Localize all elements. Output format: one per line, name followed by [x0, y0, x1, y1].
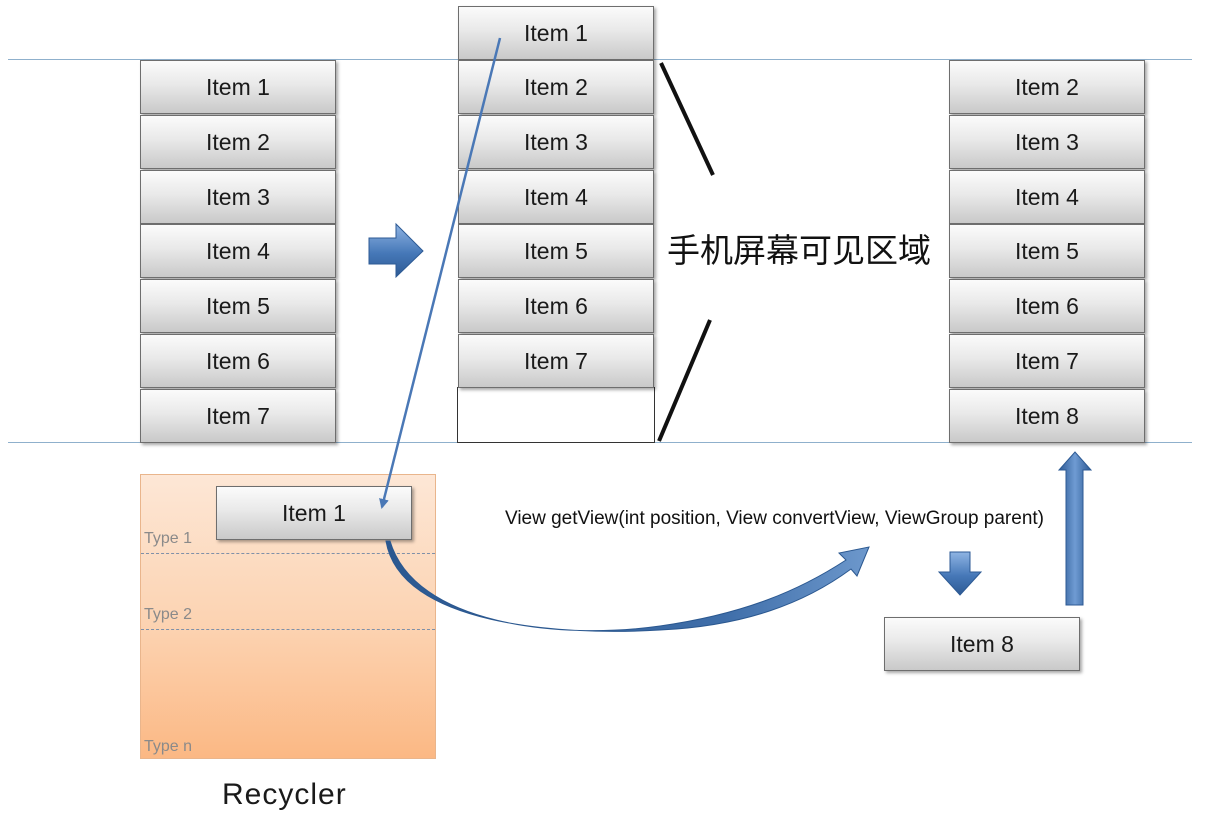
screen-visible-area-label: 手机屏幕可见区域 — [667, 231, 931, 270]
recycler-label: Recycler — [222, 778, 347, 811]
list-item: Item 4 — [140, 224, 336, 278]
list-item: Item 6 — [140, 334, 336, 388]
list-item: Item 5 — [458, 224, 654, 278]
convertview-curve-arrow — [385, 540, 870, 632]
list-item: Item 3 — [458, 115, 654, 169]
list-item: Item 5 — [949, 224, 1145, 278]
list-item: Item 1 — [140, 60, 336, 114]
list-item: Item 2 — [458, 60, 654, 114]
list-item: Item 2 — [140, 115, 336, 169]
scroll-right-arrow — [368, 222, 424, 279]
new-item: Item 8 — [884, 617, 1080, 671]
list-item: Item 7 — [949, 334, 1145, 388]
list-item: Item 2 — [949, 60, 1145, 114]
recycler-type-label: Type 2 — [144, 606, 193, 623]
list-item: Item 7 — [140, 389, 336, 443]
list-item: Item 4 — [949, 170, 1145, 224]
bracket-line-top — [659, 62, 715, 176]
list-item: Item 1 — [458, 6, 654, 60]
recycled-item: Item 1 — [216, 486, 412, 540]
list-item: Item 6 — [458, 279, 654, 333]
list-item: Item 3 — [140, 170, 336, 224]
list-item: Item 6 — [949, 279, 1145, 333]
list-item: Item 5 — [140, 279, 336, 333]
getview-signature: View getView(int position, View convertV… — [505, 508, 1044, 529]
recycler-type-label: Type n — [144, 738, 193, 755]
list-item: Item 4 — [458, 170, 654, 224]
list-item: Item 3 — [949, 115, 1145, 169]
recycle-arrow — [379, 37, 502, 509]
recycler-type-label: Type 1 — [144, 530, 193, 547]
bracket-line-bottom — [657, 319, 712, 442]
down-arrow — [937, 551, 983, 596]
up-arrow — [1057, 451, 1093, 606]
empty-slot — [457, 387, 655, 443]
type-divider — [141, 629, 435, 630]
list-item: Item 8 — [949, 389, 1145, 443]
list-item: Item 7 — [458, 334, 654, 388]
type-divider — [141, 553, 435, 554]
